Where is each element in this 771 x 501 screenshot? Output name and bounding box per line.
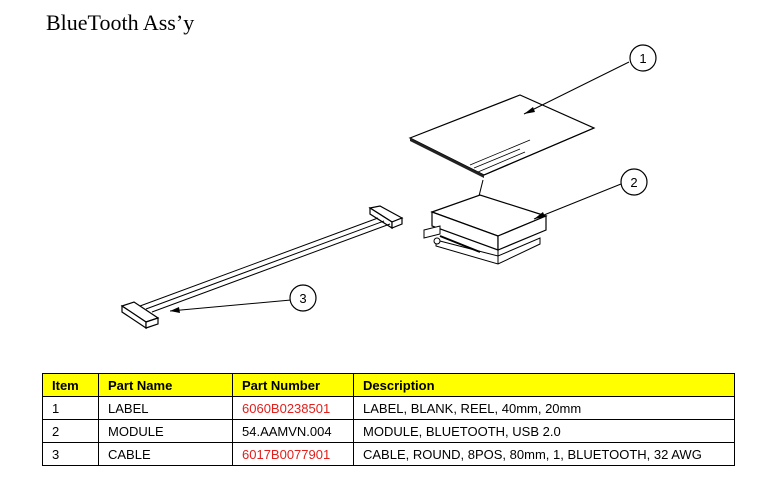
callout-2-label: 2 [630,175,637,190]
cell-part-name: LABEL [98,396,233,420]
cell-description: CABLE, ROUND, 8POS, 80mm, 1, BLUETOOTH, … [353,442,735,466]
table-header-row: Item Part Name Part Number Description [42,373,735,397]
parts-table: Item Part Name Part Number Description 1… [42,373,735,466]
label-part [408,94,596,197]
cell-part-name: MODULE [98,419,233,443]
cell-part-number: 6060B0238501 [232,396,354,420]
cell-part-number: 6017B0077901 [232,442,354,466]
cell-item: 1 [42,396,99,420]
cell-description: MODULE, BLUETOOTH, USB 2.0 [353,419,735,443]
header-part-name: Part Name [98,373,233,397]
leader-lines [169,61,630,313]
header-description: Description [353,373,735,397]
cell-item: 2 [42,419,99,443]
cell-description: LABEL, BLANK, REEL, 40mm, 20mm [353,396,735,420]
callout-1: 1 [629,44,657,72]
module-part [423,194,548,265]
callout-3: 3 [289,284,317,312]
cell-part-number: 54.AAMVN.004 [232,419,354,443]
page-title: BlueTooth Ass’y [46,10,195,35]
cable-part [120,205,404,330]
table-row: 2 MODULE 54.AAMVN.004 MODULE, BLUETOOTH,… [42,419,735,443]
exploded-assembly-drawing: 1 2 3 [120,44,657,330]
cell-item: 3 [42,442,99,466]
cell-part-name: CABLE [98,442,233,466]
header-part-number: Part Number [232,373,354,397]
callout-1-label: 1 [639,51,646,66]
table-row: 1 LABEL 6060B0238501 LABEL, BLANK, REEL,… [42,396,735,420]
header-item: Item [42,373,99,397]
callout-3-label: 3 [299,291,306,306]
table-row: 3 CABLE 6017B0077901 CABLE, ROUND, 8POS,… [42,442,735,466]
callout-2: 2 [620,168,648,196]
